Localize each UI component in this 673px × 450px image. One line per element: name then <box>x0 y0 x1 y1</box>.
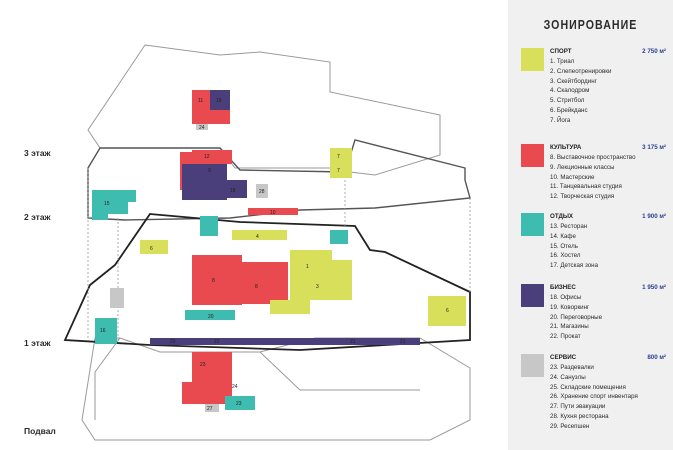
legend-item: 24. Санузлы <box>550 373 586 381</box>
group-area: 1 950 м² <box>642 284 666 291</box>
group-items: 1. Триал 2. Слепеотренировки 3. Скейтбор… <box>550 57 611 126</box>
legend-item: 16. Хостел <box>550 252 581 260</box>
room-label-8a: 8 <box>212 278 215 284</box>
room-label-4: 4 <box>256 234 259 240</box>
room-label-16: 16 <box>100 328 106 334</box>
room-label-3: 3 <box>316 284 319 290</box>
room-label-10: 10 <box>270 210 276 216</box>
leisure-swatch <box>521 213 544 236</box>
group-items: 23. Раздевалки 24. Санузлы 25. Складские… <box>550 363 638 432</box>
legend-item: 21. Магазины <box>550 323 589 331</box>
room-label-21b: 21 <box>400 339 406 345</box>
group-name: ОТДЫХ <box>550 213 574 220</box>
group-area: 3 175 м² <box>642 144 666 151</box>
floor-label-3: 3 этаж <box>24 148 51 158</box>
room-label-15: 15 <box>104 201 110 207</box>
basement-outline <box>81 337 471 441</box>
room-label-7a: 7 <box>337 154 340 160</box>
culture-swatch <box>521 144 544 167</box>
room-label-7b: 7 <box>337 168 340 174</box>
room-label-6b: 6 <box>446 308 449 314</box>
group-area: 1 900 м² <box>642 213 666 220</box>
business-swatch <box>521 284 544 307</box>
room-label-21a: 21 <box>350 339 356 345</box>
legend-item: 7. Йога <box>550 116 571 124</box>
legend-group-sport: СПОРТ 2 750 м² 1. Триал 2. Слепеотрениро… <box>521 48 666 138</box>
room-label-1: 1 <box>306 264 309 270</box>
legend-item: 5. Стритбол <box>550 97 585 105</box>
legend-group-culture: КУЛЬТУРА 3 175 м² 8. Выставочное простра… <box>521 144 666 214</box>
floor-label-1: 1 этаж <box>24 338 51 348</box>
basement-level <box>81 337 471 441</box>
legend-title: ЗОНИРОВАНИЕ <box>543 18 638 32</box>
legend-item: 4. Скалодром <box>550 87 590 95</box>
legend-item: 6. Брейкданс <box>550 106 588 114</box>
legend-item: 28. Кухня ресторана <box>550 412 609 420</box>
legend-item: 11. Танцевальная студия <box>550 183 622 191</box>
legend-item: 18. Офисы <box>550 294 582 301</box>
floor-1-outline <box>63 213 471 351</box>
room-label-23b: 23 <box>236 401 242 407</box>
room-label-28: 28 <box>259 189 265 195</box>
legend-item: 1. Триал <box>550 58 575 65</box>
legend-item: 15. Отель <box>550 242 578 250</box>
legend-item: 23. Раздевалки <box>550 364 594 371</box>
legend-item: 27. Пути эвакуации <box>550 403 606 411</box>
legend-item: 17. Детская зона <box>550 262 599 270</box>
group-name: КУЛЬТУРА <box>550 144 582 151</box>
legend-group-leisure: ОТДЫХ 1 900 м² 13. Ресторан 14. Кафе 15.… <box>521 213 666 283</box>
room-label-23a: 23 <box>200 362 206 368</box>
group-items: 13. Ресторан 14. Кафе 15. Отель 16. Хост… <box>550 222 598 271</box>
room-label-18: 18 <box>230 188 236 194</box>
service-swatch <box>521 354 544 377</box>
room-label-27: 27 <box>207 406 213 412</box>
room-label-22b: 22 <box>214 339 220 345</box>
room-label-12: 12 <box>204 154 210 160</box>
legend-item: 12. Творческая студия <box>550 193 615 201</box>
room-label-22a: 22 <box>170 339 176 345</box>
floor-label-2: 2 этаж <box>24 212 51 222</box>
room-label-24b: 24 <box>232 384 238 390</box>
legend-item: 13. Ресторан <box>550 223 588 230</box>
group-area: 2 750 м² <box>642 48 666 55</box>
room-label-9: 9 <box>208 168 211 174</box>
room-label-20: 20 <box>208 314 214 320</box>
legend-group-business: БИЗНЕС 1 950 м² 18. Офисы 19. Коворкинг … <box>521 284 666 354</box>
legend-item: 29. Ресепшен <box>550 422 590 430</box>
legend-item: 22. Прокат <box>550 333 581 341</box>
floor-label-basement: Подвал <box>24 426 56 436</box>
floor-plan-diagram: 11 19 24 12 9 7 7 18 28 10 15 4 8 1 8 3 … <box>63 44 471 441</box>
zoning-legend: ЗОНИРОВАНИЕ СПОРТ 2 750 м² 1. Триал 2. С… <box>508 0 673 450</box>
legend-item: 26. Хранение спорт инвентаря <box>550 393 638 401</box>
group-area: 800 м² <box>647 354 666 361</box>
legend-item: 9. Лекционные классы <box>550 163 615 171</box>
room-label-8b: 8 <box>255 284 258 290</box>
legend-group-service: СЕРВИС 800 м² 23. Раздевалки 24. Санузлы… <box>521 354 666 444</box>
group-name: СЕРВИС <box>550 354 577 361</box>
group-items: 8. Выставочное пространство 9. Лекционны… <box>550 153 636 202</box>
group-name: БИЗНЕС <box>550 284 576 291</box>
legend-item: 2. Слепеотренировки <box>550 67 612 75</box>
legend-item: 19. Коворкинг <box>550 303 590 311</box>
legend-item: 10. Мастерские <box>550 173 595 181</box>
floor-3-level <box>87 44 441 176</box>
legend-item: 25. Складские помещения <box>550 383 626 391</box>
legend-item: 20. Переговорные <box>550 313 603 321</box>
legend-item: 8. Выставочное пространство <box>550 154 636 161</box>
sport-swatch <box>521 48 544 71</box>
room-label-19: 19 <box>216 98 222 104</box>
legend-item: 14. Кафе <box>550 232 576 240</box>
legend-item: 3. Скейтбординг <box>550 77 597 85</box>
room-label-6a: 6 <box>150 246 153 252</box>
group-items: 18. Офисы 19. Коворкинг 20. Переговорные… <box>550 293 602 342</box>
floor-3-outline <box>87 44 441 176</box>
group-name: СПОРТ <box>550 48 572 55</box>
room-label-24: 24 <box>199 125 205 131</box>
room-label-11: 11 <box>198 98 203 104</box>
floor-1-level <box>63 213 471 351</box>
